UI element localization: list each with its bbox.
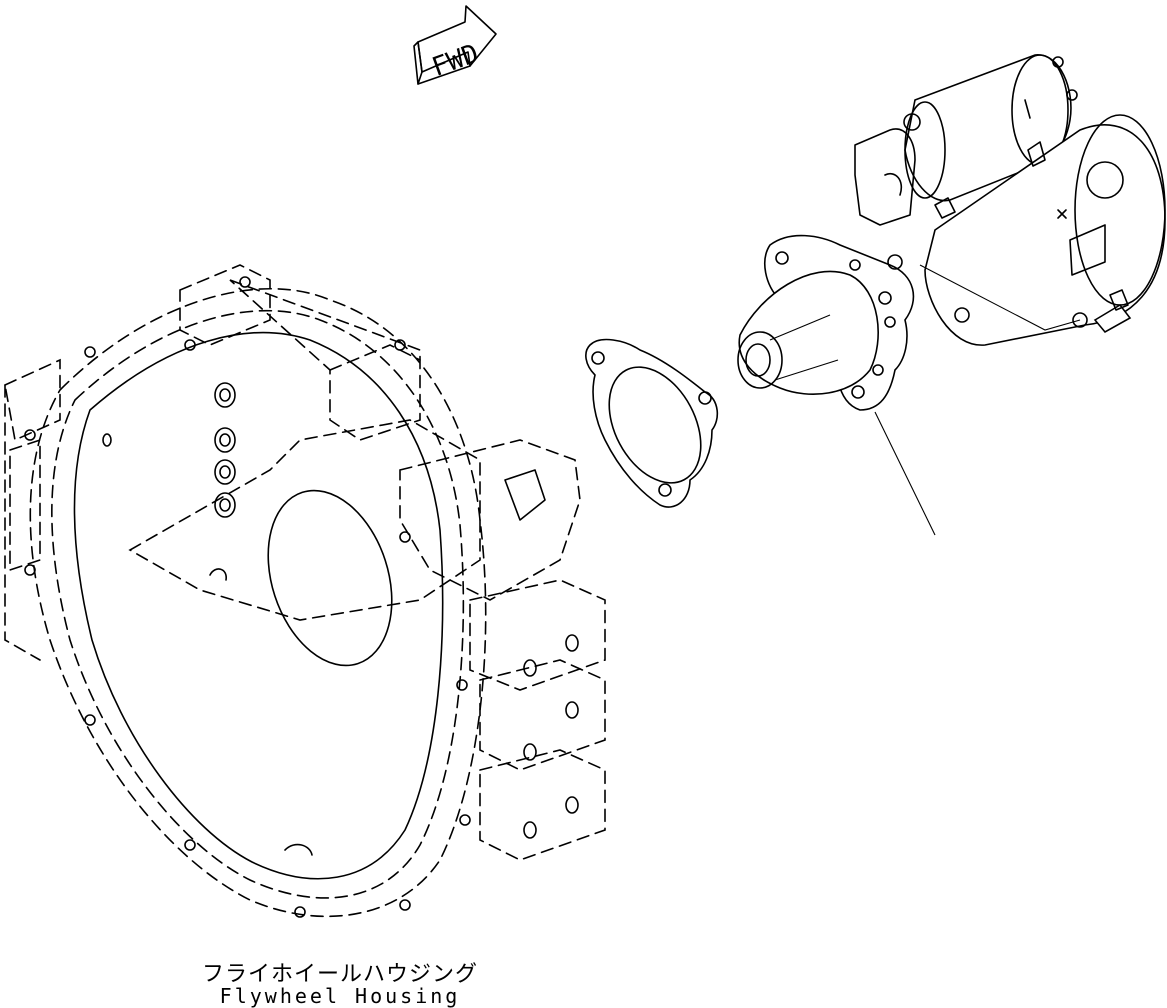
flywheel-housing-caption-jp: フライホイールハウジング: [201, 962, 478, 987]
fwd-label: FWD: [428, 39, 482, 83]
flywheel-housing-caption-en: Flywheel Housing: [219, 984, 461, 1008]
fwd-direction-badge: FWD: [413, 5, 497, 85]
flywheel-housing-drawing: [4, 264, 606, 918]
starter-motor-drawing: [737, 54, 1166, 536]
starter-gasket-drawing: [585, 338, 719, 508]
